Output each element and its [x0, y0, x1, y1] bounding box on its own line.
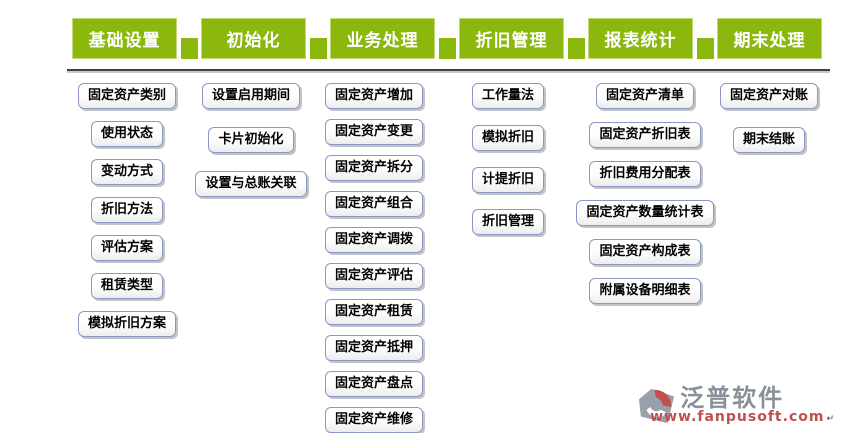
column-period-end-processing: 固定资产对账期末结账 — [702, 83, 836, 153]
module-button[interactable]: 固定资产折旧表 — [589, 122, 701, 148]
module-button[interactable]: 固定资产租赁 — [324, 299, 423, 325]
module-button[interactable]: 使用状态 — [90, 121, 163, 147]
module-button[interactable]: 固定资产组合 — [324, 191, 423, 217]
module-button[interactable]: 固定资产对账 — [719, 83, 818, 109]
module-button[interactable]: 固定资产抵押 — [324, 335, 423, 361]
tab-connector — [438, 38, 456, 59]
module-button[interactable]: 折旧管理 — [471, 209, 544, 235]
tab-basic-settings[interactable]: 基础设置 — [72, 18, 177, 59]
brand-text: 泛普软件 www.fanpusoft.com ↵ — [650, 384, 834, 425]
module-button[interactable]: 固定资产类别 — [77, 83, 176, 109]
module-button[interactable]: 固定资产变更 — [324, 119, 423, 145]
module-button[interactable]: 租赁类型 — [90, 273, 163, 299]
module-button[interactable]: 固定资产构成表 — [589, 239, 701, 265]
column-report-statistics: 固定资产清单固定资产折旧表折旧费用分配表固定资产数量统计表固定资产构成表附属设备… — [570, 83, 720, 304]
column-basic-settings: 固定资产类别使用状态变动方式折旧方法评估方案租赁类型模拟折旧方案 — [58, 83, 196, 337]
tab-connector — [180, 38, 198, 59]
module-button[interactable]: 工作量法 — [471, 83, 544, 109]
tab-depreciation-management[interactable]: 折旧管理 — [459, 18, 564, 59]
module-button[interactable]: 卡片初始化 — [208, 127, 294, 153]
module-button[interactable]: 固定资产拆分 — [324, 155, 423, 181]
column-initialization: 设置启用期间卡片初始化设置与总账关联 — [190, 83, 312, 197]
tab-connector — [567, 38, 585, 59]
brand-url[interactable]: www.fanpusoft.com — [650, 409, 825, 425]
module-button[interactable]: 期末结账 — [732, 127, 805, 153]
module-button[interactable]: 附属设备明细表 — [589, 278, 701, 304]
module-button[interactable]: 固定资产清单 — [595, 83, 694, 109]
tab-initialization[interactable]: 初始化 — [201, 18, 306, 59]
module-button[interactable]: 固定资产数量统计表 — [576, 200, 714, 226]
tab-connector — [309, 38, 327, 59]
tab-report-statistics[interactable]: 报表统计 — [588, 18, 693, 59]
module-button[interactable]: 模拟折旧方案 — [77, 311, 176, 337]
module-button[interactable]: 计提折旧 — [471, 167, 544, 193]
module-button[interactable]: 固定资产评估 — [324, 263, 423, 289]
brand-url-row: www.fanpusoft.com ↵ — [650, 409, 834, 425]
tab-period-end-processing[interactable]: 期末处理 — [717, 18, 822, 59]
module-button[interactable]: 设置与总账关联 — [195, 171, 307, 197]
module-button[interactable]: 固定资产盘点 — [324, 371, 423, 397]
module-button[interactable]: 固定资产维修 — [324, 407, 423, 433]
header-tabs: 基础设置初始化业务处理折旧管理报表统计期末处理 — [72, 18, 822, 59]
module-button[interactable]: 折旧费用分配表 — [589, 161, 701, 187]
module-button[interactable]: 模拟折旧 — [471, 125, 544, 151]
fanpu-logo-icon — [639, 388, 675, 424]
module-button[interactable]: 固定资产调拨 — [324, 227, 423, 253]
column-depreciation-management: 工作量法模拟折旧计提折旧折旧管理 — [448, 83, 568, 235]
column-business-processing: 固定资产增加固定资产变更固定资产拆分固定资产组合固定资产调拨固定资产评估固定资产… — [310, 83, 438, 433]
brand-logo: 泛普软件 www.fanpusoft.com ↵ — [638, 385, 834, 425]
module-button[interactable]: 固定资产增加 — [324, 83, 423, 109]
module-button[interactable]: 变动方式 — [90, 159, 163, 185]
module-button[interactable]: 设置启用期间 — [201, 83, 300, 109]
module-button[interactable]: 折旧方法 — [90, 197, 163, 223]
brand-name: 泛普软件 — [680, 384, 785, 412]
module-button[interactable]: 评估方案 — [90, 235, 163, 261]
header-divider — [67, 69, 830, 71]
paragraph-mark: ↵ — [826, 414, 834, 424]
tab-connector — [696, 38, 714, 59]
tab-business-processing[interactable]: 业务处理 — [330, 18, 435, 59]
